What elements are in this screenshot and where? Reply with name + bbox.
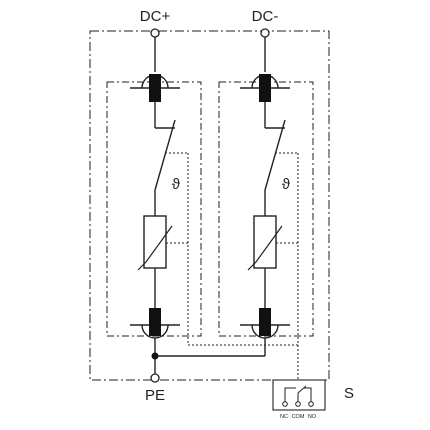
thermal-symbol-positive: ϑ [172, 176, 181, 193]
fuse-bottom-positive [149, 308, 161, 336]
fuse-top-positive [149, 74, 161, 102]
varistor-positive [143, 215, 167, 269]
varistor-curve-positive [137, 225, 173, 271]
label-pin-no: NO [308, 414, 317, 420]
label-pe: PE [145, 387, 165, 404]
contact-pin-no [308, 401, 314, 407]
thermal-linkage [165, 152, 299, 380]
remote-contact-switch [284, 385, 312, 404]
fuse-top-negative [259, 74, 271, 102]
contact-pin-com [295, 401, 301, 407]
module-outline-left [106, 81, 202, 337]
contact-pin-nc [282, 401, 288, 407]
fuse-bottom-negative [259, 308, 271, 336]
junction-dot [151, 352, 159, 360]
varistor-curve-negative [247, 225, 283, 271]
label-dc-negative: DC- [252, 8, 279, 25]
label-dc-positive: DC+ [140, 8, 171, 25]
label-pin-com: COM [292, 414, 305, 420]
module-outline-right [218, 81, 314, 337]
label-remote-contact: S [344, 385, 354, 402]
thermal-symbol-negative: ϑ [282, 176, 291, 193]
enclosure-outline [89, 30, 330, 381]
terminal-dc-positive [150, 28, 160, 38]
varistor-negative [253, 215, 277, 269]
terminal-dc-negative [260, 28, 270, 38]
terminal-pe [150, 373, 160, 383]
label-pin-nc: NC [280, 414, 288, 420]
